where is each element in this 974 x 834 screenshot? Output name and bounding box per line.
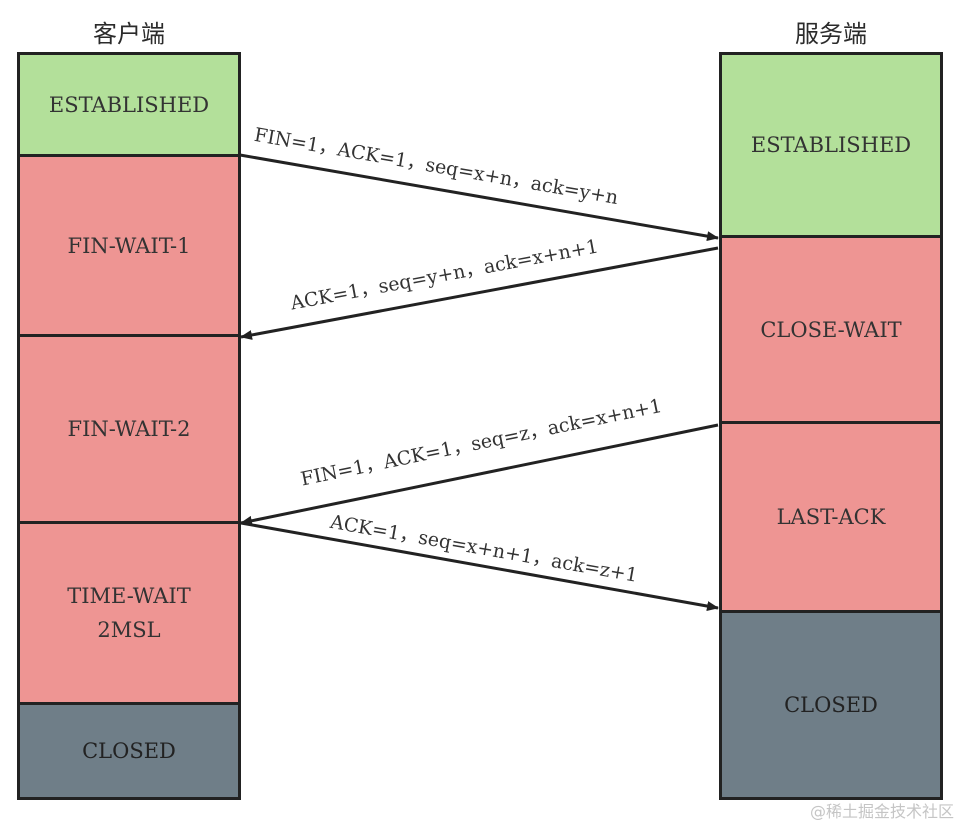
arrow-fin-client-to-server <box>239 153 719 242</box>
server-state-close-wait: CLOSE-WAIT <box>719 235 943 424</box>
server-state-column: ESTABLISHED CLOSE-WAIT LAST-ACK CLOSED <box>719 52 943 800</box>
server-state-established: ESTABLISHED <box>719 52 943 238</box>
arrow-ack-client-to-server <box>240 521 719 611</box>
server-title: 服务端 <box>795 20 867 48</box>
arrow-ack-server-to-client <box>240 246 719 340</box>
client-state-column: ESTABLISHED FIN-WAIT-1 FIN-WAIT-2 TIME-W… <box>17 52 241 800</box>
arrow-fin-server-to-client <box>240 423 719 526</box>
client-state-closed: CLOSED <box>17 702 241 800</box>
watermark: @稀土掘金技术社区 <box>809 802 954 821</box>
client-title: 客户端 <box>93 20 165 48</box>
server-state-closed: CLOSED <box>719 610 943 800</box>
client-state-fin-wait-1: FIN-WAIT-1 <box>17 154 241 337</box>
client-state-time-wait: TIME-WAIT 2MSL <box>17 521 241 705</box>
